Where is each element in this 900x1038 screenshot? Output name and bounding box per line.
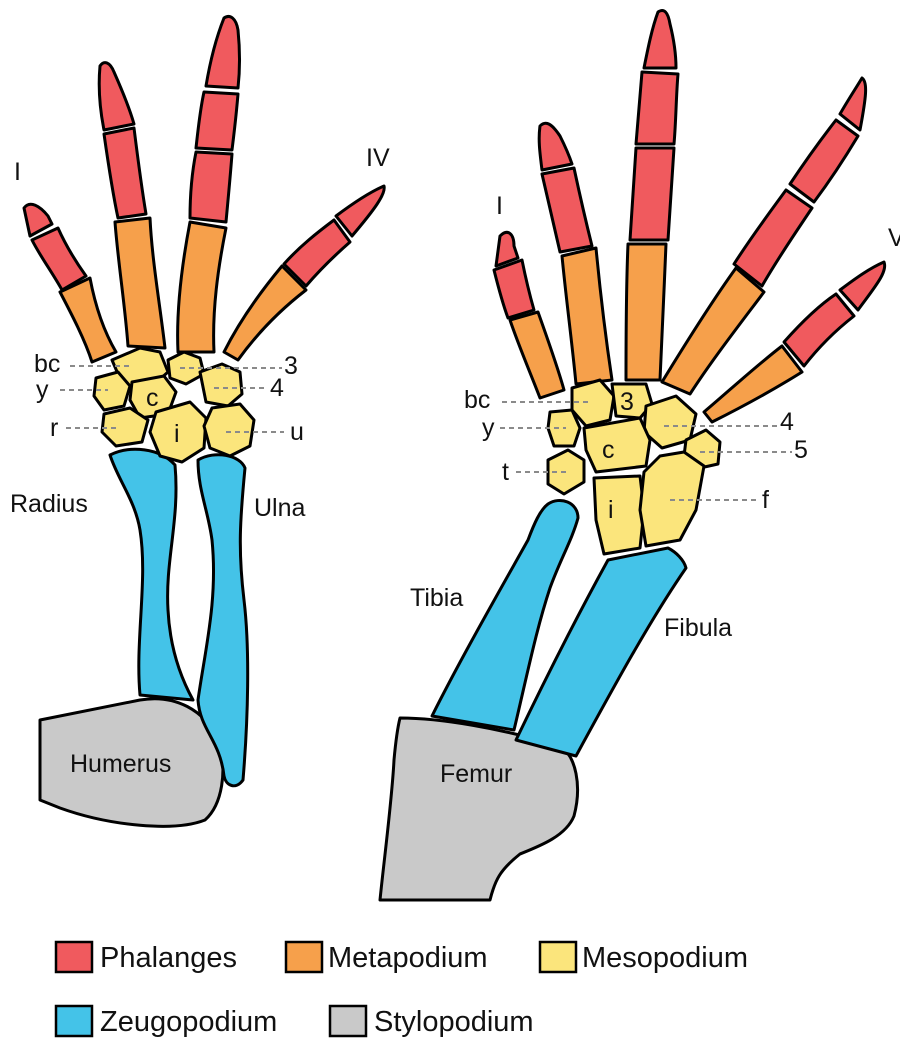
carpal-c-label: c xyxy=(146,384,159,412)
carpal-r-label: r xyxy=(50,414,58,442)
tarsal-5-label: 5 xyxy=(794,436,808,464)
legend-item-zeugopodium: Zeugopodium xyxy=(56,1006,277,1038)
legend-swatch-zeugopodium xyxy=(56,1006,92,1036)
legend-item-metapodium: Metapodium xyxy=(286,942,488,974)
hindlimb-digit-last-label: V xyxy=(888,224,900,252)
phalanx-h5a xyxy=(784,294,854,366)
forelimb-digit-first-label: I xyxy=(14,158,21,186)
phalanx-h5b xyxy=(840,262,885,310)
legend-item-mesopodium: Mesopodium xyxy=(540,942,748,974)
tarsal-c xyxy=(584,418,650,472)
carpal-i-label: i xyxy=(174,420,180,448)
tarsal-y-label: y xyxy=(482,414,495,442)
tibia-label: Tibia xyxy=(410,584,463,612)
legend-label-metapodium: Metapodium xyxy=(328,942,488,974)
ulna-label: Ulna xyxy=(254,494,306,522)
tarsal-t-label: t xyxy=(502,458,509,486)
phalanx-h3c xyxy=(644,11,676,69)
phalanx-3b xyxy=(196,92,238,150)
humerus-label: Humerus xyxy=(70,750,171,778)
metacarpal-1 xyxy=(60,278,116,362)
legend-label-zeugopodium: Zeugopodium xyxy=(100,1006,277,1038)
carpal-u xyxy=(204,404,254,456)
forelimb xyxy=(24,17,384,827)
legend-swatch-metapodium xyxy=(286,942,322,972)
metacarpal-2 xyxy=(115,218,165,348)
forelimb-digit-last-label: IV xyxy=(366,144,390,172)
tarsal-bc-label: bc xyxy=(464,386,490,414)
metatarsal-1 xyxy=(510,312,564,398)
phalanx-h3a xyxy=(630,148,674,240)
phalanx-4b xyxy=(336,186,384,236)
metatarsal-2 xyxy=(562,248,612,384)
carpal-4-label: 4 xyxy=(270,374,284,402)
phalanx-h2a xyxy=(542,168,592,252)
phalanx-h1a xyxy=(494,260,534,318)
carpal-bc-label: bc xyxy=(34,350,60,378)
tarsal-f-label: f xyxy=(762,486,769,514)
tarsal-4-label: 4 xyxy=(780,408,794,436)
femur-label: Femur xyxy=(440,760,512,788)
phalanx-1a xyxy=(32,228,86,290)
metacarpal-3 xyxy=(178,222,226,352)
legend-label-mesopodium: Mesopodium xyxy=(582,942,748,974)
carpal-u-label: u xyxy=(290,418,304,446)
carpal-3-label: 3 xyxy=(284,352,298,380)
phalanx-2a xyxy=(104,128,146,218)
metacarpal-4 xyxy=(224,266,306,360)
phalanx-3a xyxy=(190,152,232,222)
legend-item-stylopodium: Stylopodium xyxy=(330,1006,534,1038)
phalanx-2b xyxy=(99,63,134,130)
legend-swatch-phalanges xyxy=(56,942,92,972)
phalanx-h2b xyxy=(539,123,572,170)
tarsal-i xyxy=(594,476,644,554)
tarsal-i-label: i xyxy=(608,496,614,524)
phalanx-h3b xyxy=(636,72,678,144)
fibula-label: Fibula xyxy=(664,614,732,642)
carpal-r xyxy=(102,408,148,446)
carpal-y-label: y xyxy=(36,376,49,404)
metatarsal-3 xyxy=(626,244,666,380)
radius-label: Radius xyxy=(10,490,88,518)
phalanx-3c xyxy=(206,17,240,89)
phalanx-h4c xyxy=(840,78,866,130)
phalanx-h1b xyxy=(496,232,518,266)
hindlimb-digit-first-label: I xyxy=(496,192,503,220)
legend-label-phalanges: Phalanges xyxy=(100,942,237,974)
legend-swatch-stylopodium xyxy=(330,1006,366,1036)
legend-label-stylopodium: Stylopodium xyxy=(374,1006,534,1038)
legend-swatch-mesopodium xyxy=(540,942,576,972)
legend: Phalanges Metapodium Mesopodium Zeugopod… xyxy=(56,942,748,1038)
phalanx-h4a xyxy=(734,190,812,286)
tarsal-c-label: c xyxy=(602,436,615,464)
phalanx-h4b xyxy=(790,120,858,202)
legend-item-phalanges: Phalanges xyxy=(56,942,237,974)
carpal-4 xyxy=(200,364,242,406)
tarsal-3-label: 3 xyxy=(620,388,634,416)
radius-bone xyxy=(110,449,193,700)
